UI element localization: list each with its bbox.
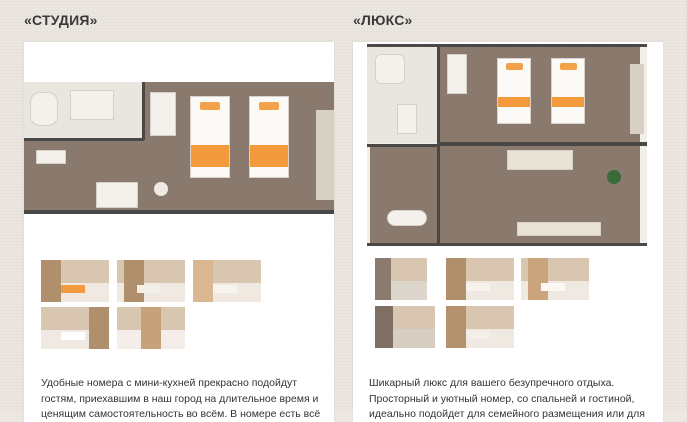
studio-thumb-4[interactable] (41, 307, 109, 349)
lux-thumb-3[interactable] (521, 258, 589, 300)
lux-thumb-1[interactable] (375, 258, 427, 300)
lux-thumb-2[interactable] (446, 258, 514, 300)
studio-description: Удобные номера с мини-кухней прекрасно п… (41, 377, 321, 420)
studio-title: «СТУДИЯ» (24, 12, 98, 28)
studio-thumb-5[interactable] (117, 307, 185, 349)
lux-description: Шикарный люкс для вашего безупречного от… (369, 377, 645, 420)
studio-floor-plan[interactable] (24, 82, 334, 214)
studio-thumb-2[interactable] (117, 260, 185, 302)
studio-thumb-3[interactable] (193, 260, 261, 302)
studio-card: Удобные номера с мини-кухней прекрасно п… (24, 42, 334, 422)
studio-thumb-1[interactable] (41, 260, 109, 302)
lux-card: Шикарный люкс для вашего безупречного от… (353, 42, 663, 422)
lux-thumb-4[interactable] (375, 306, 435, 348)
lux-title: «ЛЮКС» (353, 12, 413, 28)
lux-thumb-5[interactable] (446, 306, 514, 348)
lux-floor-plan[interactable] (367, 44, 647, 246)
